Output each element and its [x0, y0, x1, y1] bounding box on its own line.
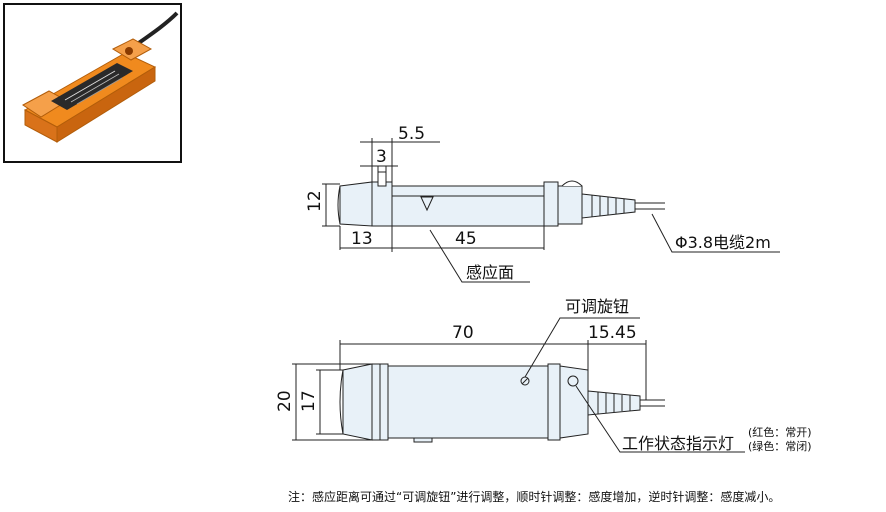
dim-top-5-5: 5.5 [398, 124, 425, 144]
front-view [292, 317, 745, 453]
dim-total-70: 70 [452, 323, 474, 343]
label-cable: Φ3.8电缆2m [675, 233, 771, 252]
label-sensing-face: 感应面 [466, 263, 514, 282]
dim-height-17: 17 [299, 390, 319, 412]
dim-left-13: 13 [351, 229, 373, 249]
product-photo-frame [3, 3, 182, 163]
product-photo [22, 11, 179, 143]
label-indicator-light: 工作状态指示灯 [622, 434, 734, 453]
dim-height-20: 20 [275, 390, 295, 412]
dim-slot-3: 3 [376, 147, 387, 167]
dim-body-45: 45 [455, 229, 477, 249]
top-view [322, 138, 780, 283]
label-adjust-knob: 可调旋钮 [565, 297, 629, 316]
dim-height-12: 12 [305, 190, 325, 212]
label-indicator-red: (红色：常开) [748, 425, 812, 439]
label-indicator-green: (绿色：常闭) [748, 439, 812, 453]
dim-cable-15-45: 15.45 [588, 323, 637, 343]
adjustment-note: 注：感应距离可通过“可调旋钮”进行调整，顺时针调整：感度增加，逆时针调整：感度减… [288, 490, 781, 504]
